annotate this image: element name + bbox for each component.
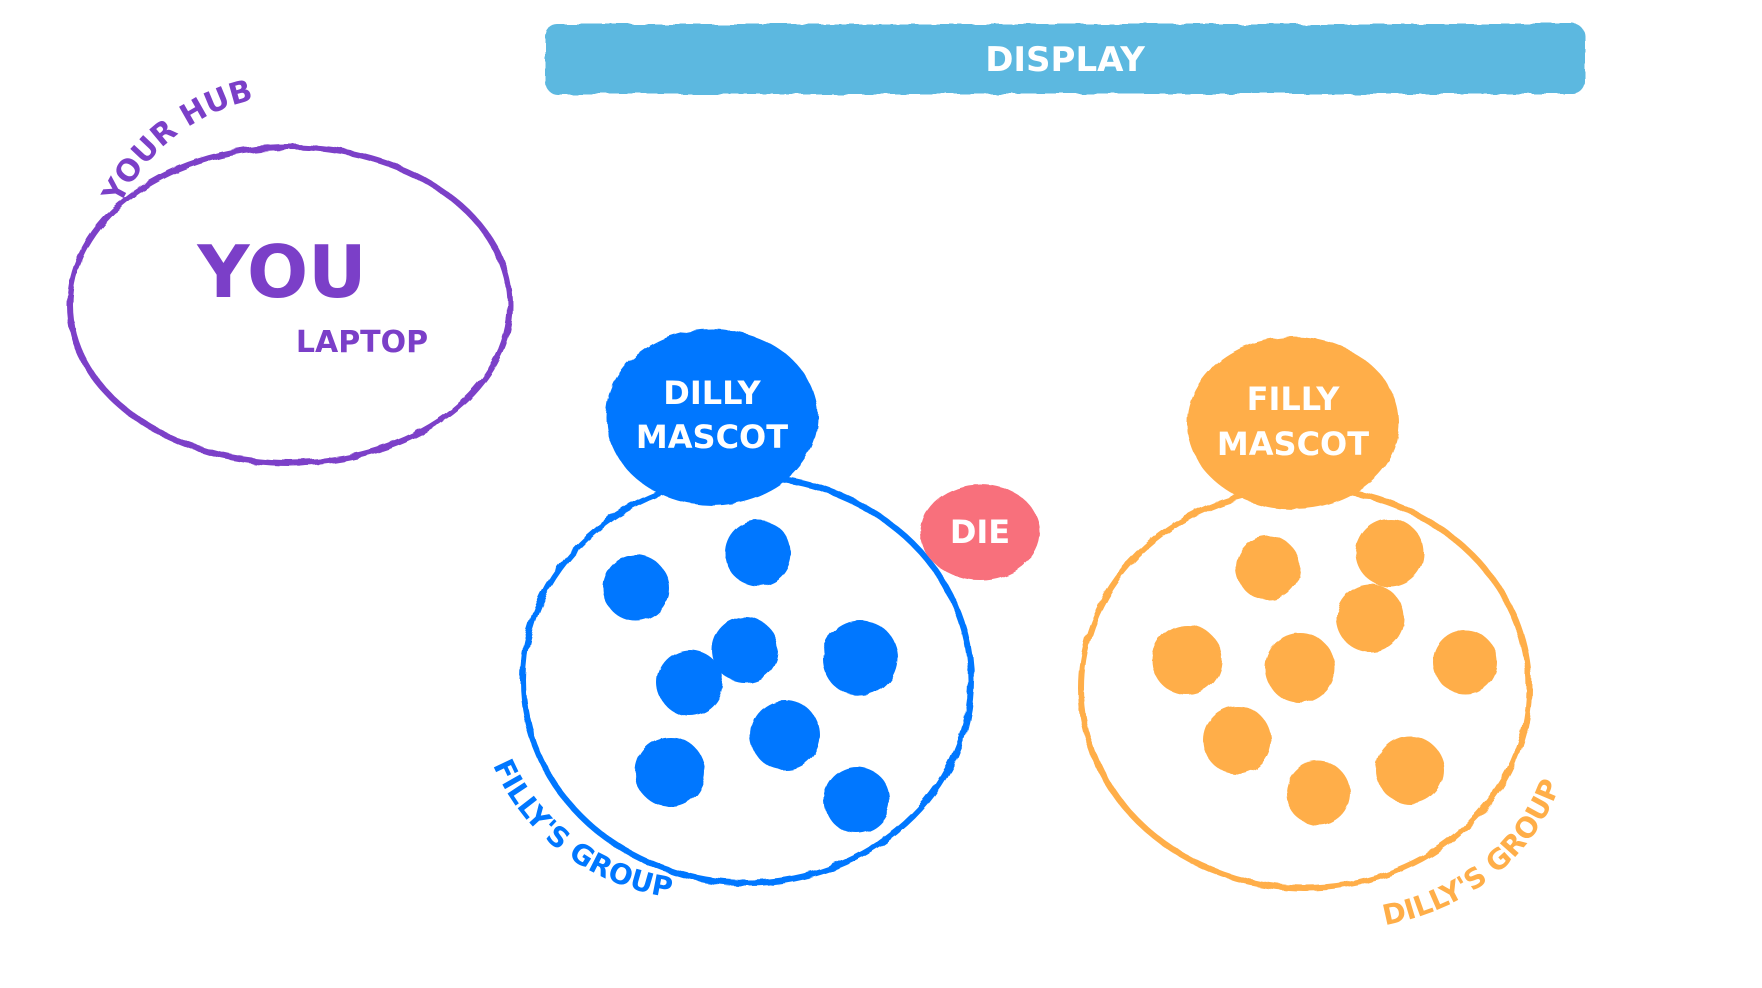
laptop-label: LAPTOP <box>296 325 428 360</box>
filly-member <box>1236 536 1300 600</box>
hub-circle <box>67 144 513 466</box>
filly-mascot-line2: MASCOT <box>1217 425 1369 463</box>
filly-mascot-line1: FILLY <box>1247 380 1341 418</box>
filly-member <box>1265 633 1335 703</box>
filly-members <box>1152 519 1497 825</box>
filly-group: FILLY MASCOT DILLY'S GROUP <box>1078 337 1567 932</box>
die-label: DIE <box>950 513 1010 551</box>
dilly-member <box>712 617 778 683</box>
dilly-members <box>603 520 898 833</box>
dilly-mascot-line2: MASCOT <box>636 418 788 456</box>
filly-member <box>1376 736 1444 804</box>
filly-member <box>1152 625 1222 695</box>
filly-member <box>1203 706 1271 774</box>
display-banner: DISPLAY <box>545 24 1585 94</box>
dilly-member <box>750 700 820 770</box>
hub-group: YOUR HUB YOU LAPTOP <box>67 73 513 466</box>
dilly-group: DILLY MASCOT FILLY'S GROUP <box>486 329 974 905</box>
dilly-member <box>725 520 791 586</box>
filly-member <box>1433 630 1497 694</box>
dilly-member <box>822 620 898 696</box>
hub-arc-text: YOUR HUB <box>96 73 257 209</box>
dilly-mascot-blob <box>606 329 818 505</box>
filly-member <box>1286 761 1350 825</box>
display-bar <box>545 24 1585 94</box>
dilly-mascot-line1: DILLY <box>663 374 761 412</box>
hub-arc-label: YOUR HUB <box>96 73 257 209</box>
you-label: YOU <box>196 230 366 314</box>
filly-member <box>1356 519 1424 587</box>
die-blob <box>920 484 1040 580</box>
filly-mascot-blob <box>1187 337 1399 509</box>
die-token: DIE <box>920 484 1040 580</box>
dilly-member <box>635 737 705 807</box>
dilly-member <box>824 767 890 833</box>
filly-member <box>1336 584 1404 652</box>
display-label: DISPLAY <box>985 40 1145 80</box>
dilly-member <box>657 650 723 716</box>
dilly-member <box>603 555 669 621</box>
